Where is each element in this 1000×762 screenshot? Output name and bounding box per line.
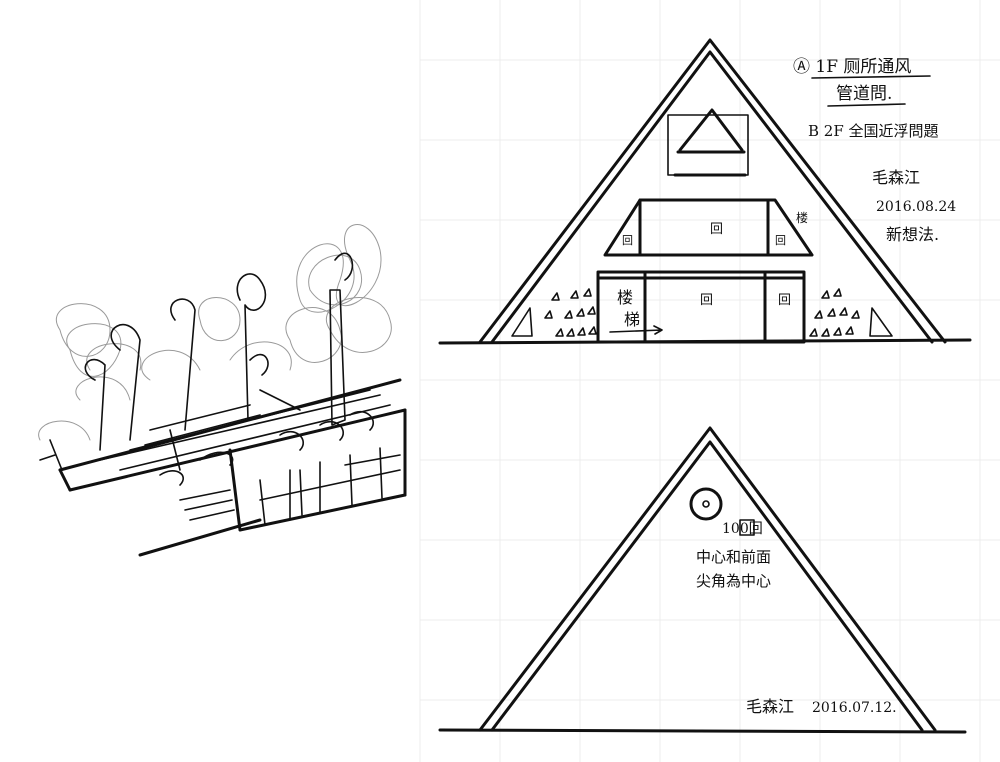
signature-top: 毛森江 [872,168,920,187]
grid-paper [419,0,1000,762]
triangle-pattern-right [809,288,860,337]
room-label-upper-right: 回 [775,234,786,247]
date-bottom: 2016.07.12. [812,700,897,716]
signature-bottom: 毛森江 [746,697,794,716]
triangle-pattern-left [544,288,597,337]
note-line-a2: 管道問. [836,84,892,104]
elevation-bottom [438,426,967,734]
stair-label-1: 楼 [617,288,633,307]
underline-a [811,75,931,79]
badge-label: 100回 [722,521,763,537]
room-label-upper-left: 回 [622,234,633,247]
underline-a2 [827,103,906,107]
remark-top: 新想法. [886,225,939,244]
bottom-note-line2: 尖角為中心 [696,572,771,590]
room-label-lower-right: 回 [778,293,791,308]
date-top: 2016.08.24 [876,199,956,215]
bottom-note-line1: 中心和前面 [696,548,771,566]
perspective-sketch [38,224,407,557]
stair-label-2: 梯 [624,310,640,329]
scribble-label: 楼 [796,210,808,225]
note-line-b: B 2F 全国近浮問題 [808,122,939,140]
note-line-a: Ⓐ 1F 厕所通风 [793,57,911,77]
stair-arrow [609,325,663,335]
room-label-lower: 回 [700,293,713,308]
room-label-upper: 回 [710,222,723,237]
